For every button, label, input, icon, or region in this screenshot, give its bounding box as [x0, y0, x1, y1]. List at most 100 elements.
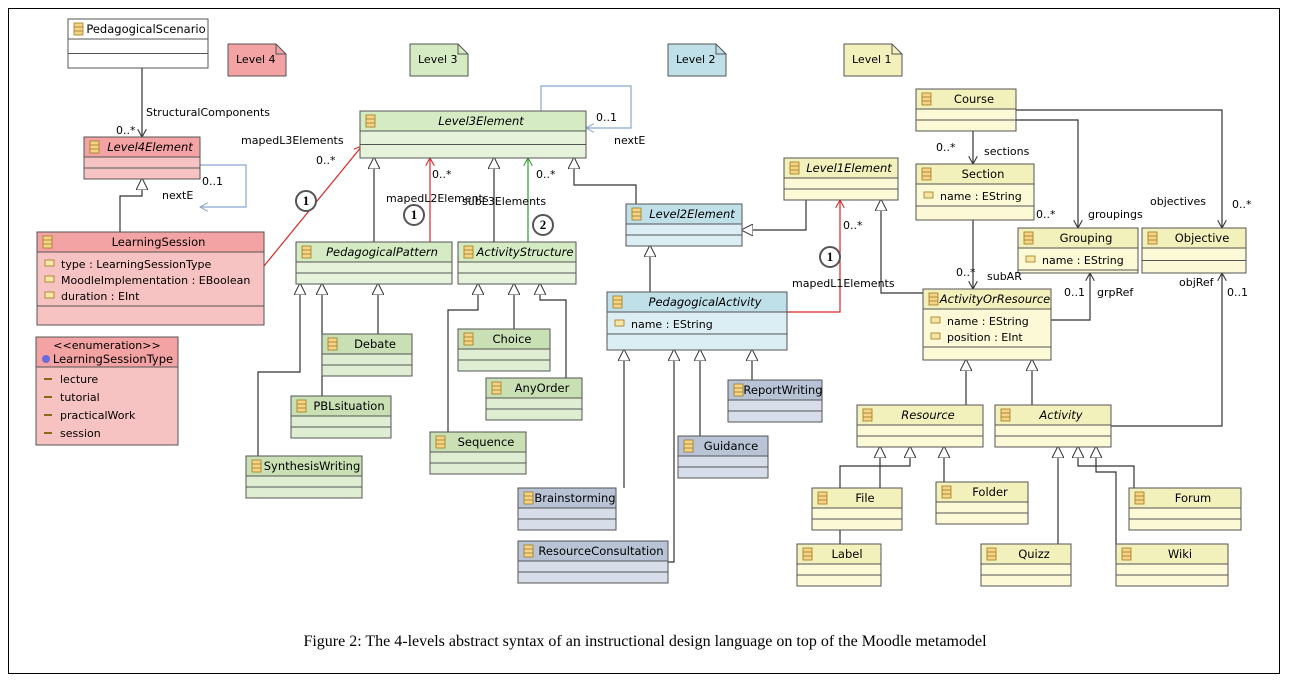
eclass-icon: [802, 547, 813, 561]
figure-caption: Figure 2: The 4-levels abstract syntax o…: [303, 633, 987, 650]
class-name: Activity: [1038, 408, 1082, 422]
eclass-icon: [1121, 547, 1132, 561]
edge-label: objRef: [1179, 276, 1215, 289]
edge-label: StructuralComponents: [146, 106, 270, 119]
class-name: ActivityOrResource: [939, 292, 1051, 306]
class-name: Wiki: [1168, 547, 1192, 561]
class-name: ReportWriting: [743, 383, 822, 397]
class-level2-element: Level2Element: [625, 203, 743, 247]
class-header: [727, 379, 823, 401]
class-name: Level4Element: [107, 140, 193, 154]
edge-label: subL3Elements: [462, 195, 546, 208]
attribute-icon: [44, 291, 55, 299]
edge-label: 0..*: [956, 266, 976, 279]
eclass-icon: [1147, 231, 1158, 245]
attribute-icon: [1025, 255, 1036, 263]
note-text: Level 2: [676, 53, 716, 66]
class-guidance: Guidance: [677, 435, 769, 479]
class-name: Level1Element: [806, 161, 892, 175]
edge-label: grpRef: [1097, 286, 1134, 299]
enum-literal: lecture: [60, 373, 98, 386]
class-header: [1141, 227, 1247, 249]
enum-name: LearningSessionType: [53, 352, 173, 366]
class-name: Forum: [1175, 491, 1211, 505]
edge-label: groupings: [1088, 208, 1143, 221]
class-level1-element: Level1Element: [783, 157, 899, 201]
marker-1: 1: [403, 204, 425, 226]
note-text: Level 1: [852, 53, 892, 66]
class-name: Label: [831, 547, 862, 561]
enum-literal: tutorial: [60, 391, 100, 404]
class-header: [457, 328, 551, 350]
class-name: PedagogicalScenario: [86, 22, 205, 36]
enum-literal: session: [60, 427, 101, 440]
edge-label: 0..*: [316, 154, 336, 167]
class-name: Grouping: [1060, 231, 1113, 245]
class-objective: Objective: [1141, 227, 1247, 274]
class-pblsituation: PBLsituation: [290, 395, 392, 439]
nexte-l3-loop-edge: [540, 85, 632, 128]
class-header: [994, 404, 1112, 426]
eclass-icon: [921, 92, 932, 106]
edge-label: 0..*: [1232, 198, 1252, 211]
class-header: [429, 431, 527, 453]
class-name: Brainstorming: [534, 491, 615, 505]
attribute-icon: [44, 259, 55, 267]
class-header: [625, 203, 743, 225]
class-header: [922, 288, 1052, 310]
class-header: [1017, 227, 1139, 249]
class-header: [517, 540, 669, 562]
class-activity: Activity: [994, 404, 1112, 448]
class-label: Label: [796, 543, 882, 587]
class-name: Choice: [493, 332, 532, 346]
edge-label: nextE: [162, 189, 193, 202]
inheritance-edge: [668, 350, 674, 563]
edge-label: mapedL2Elements: [386, 192, 489, 205]
class-name: LearningSession: [112, 235, 206, 249]
class-name: Course: [954, 92, 994, 106]
enum-icon: [42, 355, 50, 363]
edge-label: sections: [984, 145, 1030, 158]
eclass-icon: [612, 295, 623, 309]
class-debate: Debate: [321, 333, 413, 377]
edge-label: subAR: [987, 270, 1022, 283]
inheritance-edge: [574, 158, 637, 204]
edge-label: 0..*: [116, 124, 136, 137]
edge-label: objectives: [1150, 195, 1206, 208]
enumeration-learning-session-type: <<enumeration>>LearningSessionTypelectur…: [35, 336, 179, 446]
class-name: Section: [962, 167, 1005, 181]
class-name: Folder: [972, 485, 1008, 499]
class-header: [457, 241, 577, 263]
class-name: Sequence: [458, 435, 515, 449]
class-header: [677, 435, 769, 457]
class-header: [796, 543, 882, 565]
note-level-4: Level 4: [227, 43, 287, 77]
inheritance-edge: [257, 284, 300, 456]
enum-literal: practicalWork: [60, 409, 136, 422]
class-attribute: type : LearningSessionType: [61, 258, 211, 271]
edge-label: mapedL1Elements: [792, 277, 895, 290]
inheritance-edge: [447, 284, 478, 432]
edge-label: 0..*: [843, 219, 863, 232]
class-header: [935, 481, 1029, 503]
attribute-icon: [923, 191, 934, 199]
eclass-icon: [463, 332, 474, 346]
edge-label: 0..*: [1036, 208, 1056, 221]
marker-number: 1: [827, 249, 834, 264]
eclass-icon: [73, 22, 84, 36]
class-wiki: Wiki: [1115, 543, 1229, 587]
class-name: Guidance: [704, 439, 758, 453]
edge-label: 0..1: [596, 111, 617, 124]
marker-2: 2: [532, 214, 554, 236]
class-name: SynthesisWriting: [264, 459, 361, 473]
objref-edge: [1111, 273, 1222, 427]
class-header: [915, 88, 1017, 110]
note-level-2: Level 2: [667, 43, 727, 77]
eclass-icon: [986, 547, 997, 561]
edge-label: mapedL3Elements: [241, 134, 344, 147]
class-header: [36, 231, 265, 253]
eclass-icon: [523, 544, 534, 558]
edge-label: 0..*: [536, 168, 556, 181]
